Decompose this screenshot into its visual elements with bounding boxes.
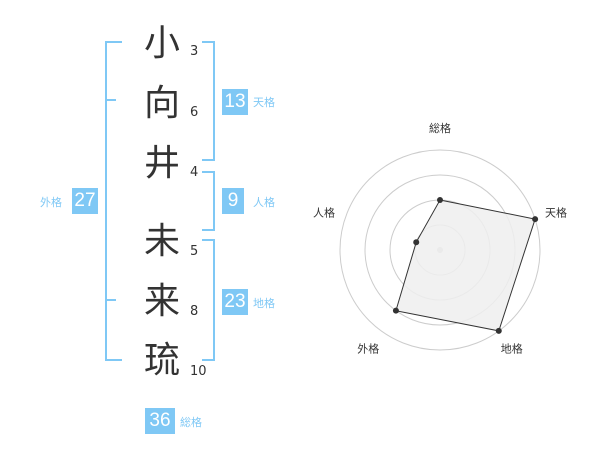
soukaku-label: 総格 — [180, 416, 202, 429]
jinkaku-score: 9 — [222, 188, 244, 214]
radar-point-5 — [413, 239, 420, 246]
gaikaku-label: 外格 — [40, 196, 62, 209]
chikaku-bracket — [202, 239, 215, 361]
name-char-3: 井 — [143, 143, 180, 184]
soukaku-score: 36 — [145, 408, 175, 434]
radar-ring-4 — [339, 149, 541, 351]
radar-axis-label-3: 地格 — [501, 342, 523, 356]
name-char-4: 未 — [143, 221, 180, 262]
radar-point-3 — [495, 327, 502, 334]
tenkaku-bracket — [202, 41, 215, 161]
radar-point-2 — [532, 216, 539, 223]
radar-point-4 — [392, 307, 399, 314]
gaikaku-bracket — [105, 41, 122, 361]
stroke-count-3: 4 — [190, 165, 199, 180]
stroke-count-1: 3 — [190, 44, 199, 59]
radar-axis-label-4: 外格 — [357, 342, 379, 356]
radar-series-polygon — [395, 199, 536, 332]
stroke-count-5: 8 — [190, 304, 199, 319]
gaikaku-score: 27 — [72, 188, 98, 214]
radar-point-1 — [437, 197, 443, 203]
name-char-5: 来 — [143, 281, 180, 322]
radar-axis-label-1: 総格 — [429, 121, 451, 135]
tenkaku-label: 天格 — [253, 96, 275, 109]
tenkaku-score: 13 — [222, 89, 248, 115]
name-char-2: 向 — [143, 83, 180, 124]
radar-axis-label-5: 人格 — [313, 205, 335, 219]
chikaku-label: 地格 — [253, 297, 275, 310]
radar-axis-label-2: 天格 — [545, 205, 567, 219]
stroke-count-4: 5 — [190, 244, 199, 259]
jinkaku-bracket — [202, 171, 215, 231]
stroke-count-6: 10 — [190, 364, 207, 379]
jinkaku-label: 人格 — [253, 196, 275, 209]
chikaku-score: 23 — [222, 289, 248, 315]
name-char-1: 小 — [143, 23, 180, 64]
name-char-6: 琉 — [143, 340, 180, 381]
stroke-count-2: 6 — [190, 105, 199, 120]
